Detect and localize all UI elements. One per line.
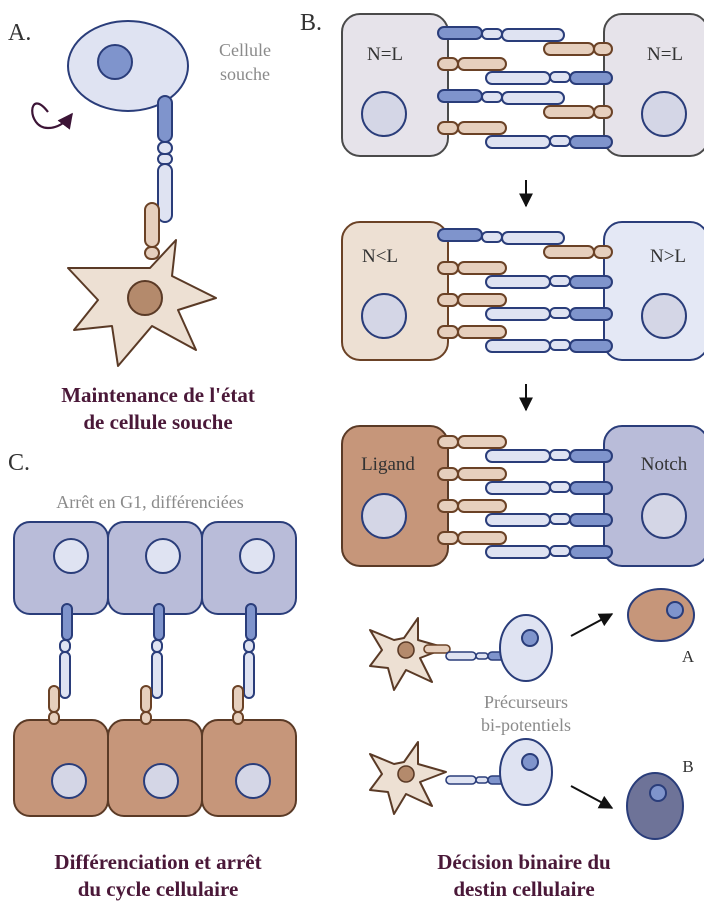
precursor-pair-b: B [370,739,694,839]
panel-a-caption-line2: de cellule souche [83,410,232,434]
panel-b-caption-line1: Décision binaire du [437,850,611,874]
outcome-cell-b [627,773,683,839]
panel-a: A. Cellule souche Maintenance de l'état … [8,20,271,434]
row3-right-label: Notch [641,454,688,475]
ligand-chain [145,203,159,259]
cell-left-equal [342,14,448,156]
self-renewal-arrow [32,104,72,128]
panel-a-letter: A. [8,20,31,46]
panel-c-caption-line1: Différenciation et arrêt [54,850,261,874]
precursors-label-line2: bi-potentiels [481,715,571,735]
panel-c: C. Arrêt en G1, différenciées [8,450,296,901]
stem-cell-nucleus [98,45,132,79]
precursors-label-line1: Précurseurs [484,692,568,712]
precursor-pair-a: A [370,589,695,690]
panel-c-caption-line2: du cycle cellulaire [78,877,239,901]
row-unequal: N<L N>L [342,222,704,360]
panel-c-subtitle: Arrêt en G1, différenciées [56,492,244,512]
outcome-cell-a [628,589,694,641]
stem-cell-label-line2: souche [220,64,270,84]
row2-right-label: N>L [650,246,686,267]
notch-receptor-chain [158,96,172,222]
ligand-cells [14,720,296,816]
row3-chains [438,436,612,558]
row-equal: N=L N=L [342,14,704,156]
panel-c-chains [49,604,256,724]
panel-b-caption-line2: destin cellulaire [453,877,594,901]
panel-a-caption-line1: Maintenance de l'état [61,383,255,407]
row1-right-label: N=L [647,44,683,65]
row-final: Ligand Notch [342,426,704,566]
row2-left-label: N<L [362,246,398,267]
differentiated-cells [14,522,296,614]
signaling-cell-nucleus [128,281,162,315]
row1-chains [438,27,612,148]
stem-cell-label-line1: Cellule [219,40,271,60]
outcome-a-label: A [682,647,695,666]
cell-right-unequal [604,222,704,360]
panel-b-letter: B. [300,10,322,36]
panel-b: B. N=L N=L [300,10,704,901]
panel-c-letter: C. [8,450,30,476]
row3-left-label: Ligand [361,454,415,475]
row2-chains [438,229,612,352]
cell-left-unequal [342,222,448,360]
outcome-b-label: B [682,757,693,776]
row1-left-label: N=L [367,44,403,65]
